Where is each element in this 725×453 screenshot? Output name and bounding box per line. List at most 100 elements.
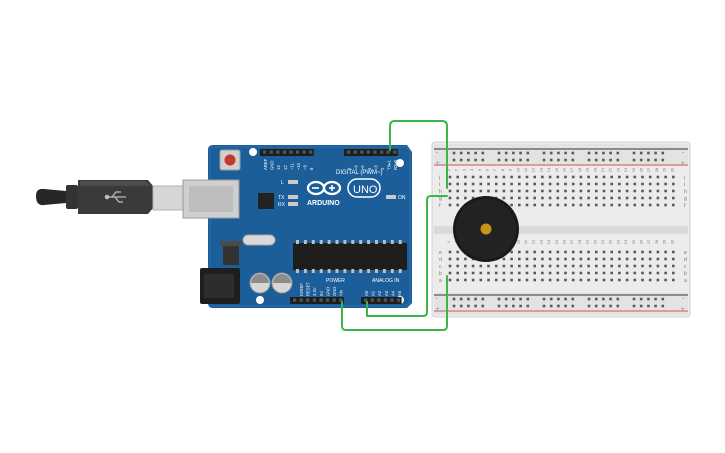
wire-digital-to-breadboard[interactable] bbox=[389, 120, 448, 189]
rail-hole[interactable] bbox=[654, 151, 657, 155]
rail-hole[interactable] bbox=[564, 304, 567, 308]
breadboard-hole[interactable] bbox=[610, 189, 613, 193]
breadboard-hole[interactable] bbox=[664, 264, 667, 268]
breadboard-hole[interactable] bbox=[548, 271, 552, 275]
rail-hole[interactable] bbox=[564, 297, 567, 301]
breadboard-hole[interactable] bbox=[494, 264, 498, 268]
breadboard-hole[interactable] bbox=[471, 196, 475, 200]
breadboard-hole[interactable] bbox=[571, 257, 575, 261]
breadboard-hole[interactable] bbox=[641, 175, 644, 179]
breadboard-hole[interactable] bbox=[595, 278, 598, 282]
breadboard-hole[interactable] bbox=[672, 182, 675, 186]
breadboard-hole[interactable] bbox=[448, 203, 452, 207]
breadboard-hole[interactable] bbox=[448, 250, 452, 254]
rail-hole[interactable] bbox=[512, 304, 515, 308]
rail-hole[interactable] bbox=[594, 158, 598, 162]
rail-hole[interactable] bbox=[504, 158, 508, 162]
breadboard-hole[interactable] bbox=[579, 271, 583, 275]
breadboard-hole[interactable] bbox=[448, 278, 452, 282]
breadboard-hole[interactable] bbox=[494, 182, 498, 186]
breadboard-hole[interactable] bbox=[618, 278, 621, 282]
arduino-uno-board[interactable]: L TX RX ARDUINO UNO ON DIGITAL (PWM~) bbox=[182, 145, 412, 308]
rail-hole[interactable] bbox=[654, 158, 657, 162]
breadboard-hole[interactable] bbox=[641, 264, 644, 268]
rail-hole[interactable] bbox=[557, 151, 560, 155]
header-pin[interactable] bbox=[282, 150, 286, 154]
breadboard-hole[interactable] bbox=[510, 278, 513, 282]
rail-hole[interactable] bbox=[594, 297, 598, 301]
breadboard-hole[interactable] bbox=[625, 203, 629, 207]
breadboard-hole[interactable] bbox=[556, 278, 560, 282]
breadboard-hole[interactable] bbox=[641, 203, 644, 207]
breadboard-hole[interactable] bbox=[610, 271, 613, 275]
rail-hole[interactable] bbox=[609, 304, 612, 308]
breadboard-hole[interactable] bbox=[587, 257, 590, 261]
rail-hole[interactable] bbox=[512, 297, 515, 301]
breadboard-hole[interactable] bbox=[648, 203, 652, 207]
rail-hole[interactable] bbox=[661, 297, 665, 301]
breadboard-hole[interactable] bbox=[610, 278, 613, 282]
breadboard-hole[interactable] bbox=[533, 250, 536, 254]
breadboard-hole[interactable] bbox=[525, 264, 529, 268]
breadboard-hole[interactable] bbox=[648, 264, 652, 268]
rail-hole[interactable] bbox=[632, 297, 636, 301]
rail-hole[interactable] bbox=[474, 151, 477, 155]
rail-hole[interactable] bbox=[526, 158, 530, 162]
breadboard-hole[interactable] bbox=[541, 250, 544, 254]
breadboard-hole[interactable] bbox=[564, 182, 567, 186]
rail-hole[interactable] bbox=[647, 297, 650, 301]
breadboard-hole[interactable] bbox=[548, 250, 552, 254]
breadboard-hole[interactable] bbox=[510, 182, 513, 186]
breadboard-hole[interactable] bbox=[571, 196, 575, 200]
rail-hole[interactable] bbox=[467, 297, 470, 301]
breadboard-hole[interactable] bbox=[571, 278, 575, 282]
breadboard-hole[interactable] bbox=[610, 250, 613, 254]
breadboard-hole[interactable] bbox=[479, 189, 483, 193]
breadboard-hole[interactable] bbox=[541, 271, 544, 275]
breadboard-hole[interactable] bbox=[618, 182, 621, 186]
breadboard-hole[interactable] bbox=[602, 257, 606, 261]
breadboard-hole[interactable] bbox=[548, 182, 552, 186]
breadboard-hole[interactable] bbox=[595, 196, 598, 200]
rail-hole[interactable] bbox=[571, 297, 575, 301]
breadboard-hole[interactable] bbox=[633, 196, 637, 200]
rail-hole[interactable] bbox=[542, 304, 546, 308]
breadboard-hole[interactable] bbox=[672, 196, 675, 200]
breadboard-hole[interactable] bbox=[579, 278, 583, 282]
breadboard-hole[interactable] bbox=[648, 175, 652, 179]
breadboard-hole[interactable] bbox=[672, 278, 675, 282]
rail-hole[interactable] bbox=[571, 151, 575, 155]
breadboard-hole[interactable] bbox=[625, 196, 629, 200]
breadboard-hole[interactable] bbox=[541, 189, 544, 193]
rail-hole[interactable] bbox=[587, 151, 591, 155]
breadboard-hole[interactable] bbox=[456, 264, 459, 268]
breadboard-hole[interactable] bbox=[564, 271, 567, 275]
breadboard-hole[interactable] bbox=[471, 278, 475, 282]
breadboard-hole[interactable] bbox=[464, 264, 467, 268]
rail-hole[interactable] bbox=[474, 297, 477, 301]
breadboard-hole[interactable] bbox=[664, 175, 667, 179]
breadboard-hole[interactable] bbox=[571, 182, 575, 186]
rail-hole[interactable] bbox=[616, 158, 620, 162]
rail-hole[interactable] bbox=[602, 304, 605, 308]
breadboard-hole[interactable] bbox=[541, 257, 544, 261]
breadboard-hole[interactable] bbox=[548, 264, 552, 268]
rail-hole[interactable] bbox=[654, 304, 657, 308]
header-pin[interactable] bbox=[306, 298, 310, 302]
breadboard-hole[interactable] bbox=[556, 203, 560, 207]
rail-hole[interactable] bbox=[519, 158, 522, 162]
breadboard-hole[interactable] bbox=[464, 189, 467, 193]
breadboard-hole[interactable] bbox=[518, 175, 521, 179]
header-pin[interactable] bbox=[390, 298, 394, 302]
breadboard-hole[interactable] bbox=[648, 250, 652, 254]
breadboard-hole[interactable] bbox=[579, 257, 583, 261]
reset-button[interactable] bbox=[219, 149, 241, 171]
breadboard-hole[interactable] bbox=[672, 175, 675, 179]
breadboard-hole[interactable] bbox=[548, 189, 552, 193]
breadboard-hole[interactable] bbox=[464, 196, 467, 200]
breadboard-hole[interactable] bbox=[648, 257, 652, 261]
breadboard-hole[interactable] bbox=[672, 189, 675, 193]
breadboard-hole[interactable] bbox=[610, 175, 613, 179]
breadboard-hole[interactable] bbox=[525, 271, 529, 275]
header-pin[interactable] bbox=[383, 298, 387, 302]
